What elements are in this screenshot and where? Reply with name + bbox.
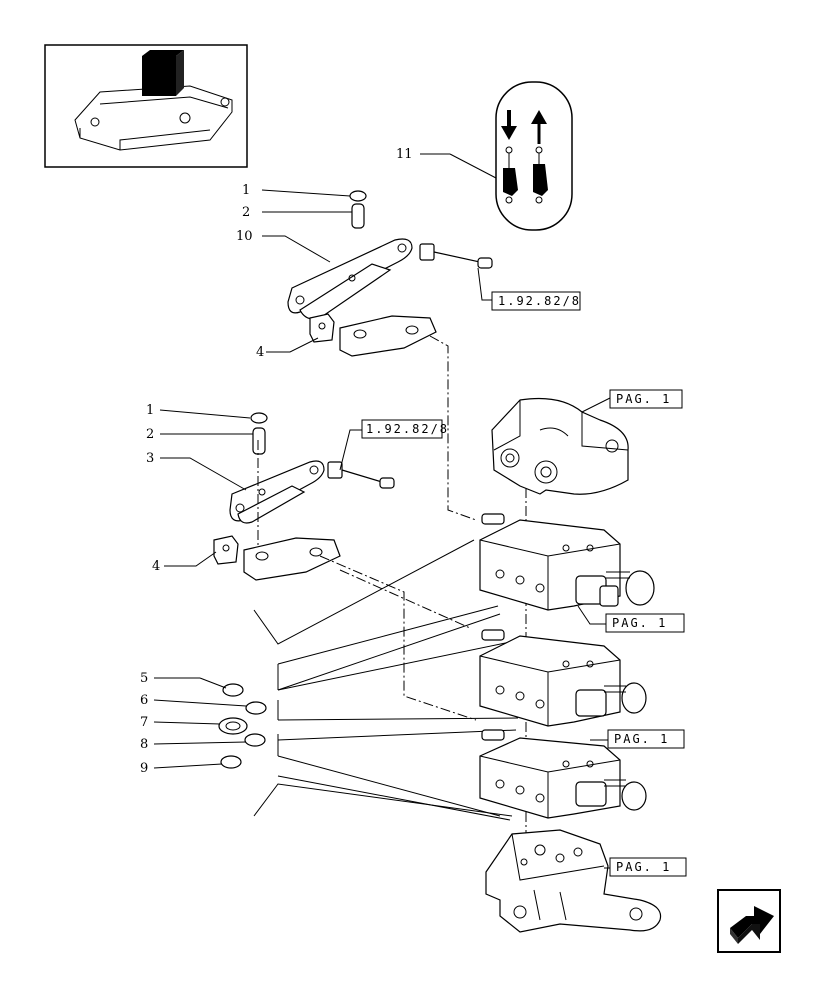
lower-lever-arm <box>229 460 325 524</box>
leader-1a <box>261 189 351 197</box>
upper-pin <box>351 203 365 229</box>
reference-box-upper: 1.92.82/8 <box>491 291 581 311</box>
callout-1-upper: 1 <box>242 183 250 198</box>
upper-block <box>309 313 335 343</box>
leader-10 <box>262 235 331 263</box>
svg-text:PAG. 1: PAG. 1 <box>616 860 671 874</box>
callout-2-lower: 2 <box>146 427 154 442</box>
page-reference-1: PAG. 1 <box>609 389 683 409</box>
callout-11: 11 <box>396 147 413 162</box>
lift-lower-raise-icon <box>495 81 573 231</box>
upper-snap-ring <box>349 190 367 202</box>
leader-3 <box>160 457 247 491</box>
leader-ref-upper <box>477 267 492 301</box>
callout-2-upper: 2 <box>242 205 250 220</box>
valve-section-3 <box>479 729 647 819</box>
callout-6: 6 <box>140 693 148 708</box>
leader-4a <box>266 337 319 353</box>
callout-4-lower: 4 <box>152 559 160 574</box>
leader-11b <box>449 153 497 179</box>
lower-linkage-rod <box>327 461 395 489</box>
leader-pag-2 <box>577 605 606 625</box>
callout-1-lower: 1 <box>146 403 154 418</box>
svg-text:1.92.82/8: 1.92.82/8 <box>498 294 581 308</box>
callout-3: 3 <box>146 451 154 466</box>
leader-5b <box>199 677 227 689</box>
callout-10: 10 <box>236 229 253 244</box>
upper-lever-arm <box>287 238 413 320</box>
leader-6 <box>153 699 247 707</box>
upper-linkage-rod <box>419 243 493 269</box>
leader-7 <box>153 721 221 725</box>
lower-pin <box>252 427 266 455</box>
leader-4b <box>164 551 217 567</box>
callout-8: 8 <box>140 737 148 752</box>
svg-text:PAG. 1: PAG. 1 <box>612 616 667 630</box>
svg-text:1.92.82/8: 1.92.82/8 <box>366 422 449 436</box>
next-page-arrow-icon[interactable] <box>717 889 781 953</box>
seal-group-bracket <box>253 539 521 821</box>
seal-8 <box>244 733 266 747</box>
seal-6 <box>245 701 267 715</box>
callout-7: 7 <box>140 715 148 730</box>
svg-text:PAG. 1: PAG. 1 <box>614 732 669 746</box>
callout-9: 9 <box>140 761 148 776</box>
leader-ref-lower <box>339 429 362 471</box>
valve-top-cover <box>491 397 629 495</box>
valve-base-plate <box>485 829 662 933</box>
leader-9 <box>153 763 223 769</box>
lower-bracket <box>243 537 341 581</box>
leader-1b <box>159 409 251 419</box>
lower-snap-ring <box>250 412 268 424</box>
leader-pag-1 <box>581 397 611 413</box>
callout-5: 5 <box>140 671 148 686</box>
seal-7 <box>218 717 248 735</box>
valve-section-1 <box>479 513 655 611</box>
page-reference-3: PAG. 1 <box>607 729 685 749</box>
assembly-thumbnail-icon[interactable] <box>44 44 248 168</box>
seal-5 <box>222 683 244 697</box>
page-reference-2: PAG. 1 <box>605 613 685 633</box>
seal-9 <box>220 755 242 769</box>
lower-block <box>213 535 239 565</box>
page-reference-4: PAG. 1 <box>609 857 687 877</box>
valve-section-2 <box>479 629 647 727</box>
svg-text:PAG. 1: PAG. 1 <box>616 392 671 406</box>
reference-box-lower: 1.92.82/8 <box>361 419 449 439</box>
callout-4-upper: 4 <box>256 345 264 360</box>
upper-bracket <box>339 315 437 357</box>
leader-8 <box>153 741 247 745</box>
